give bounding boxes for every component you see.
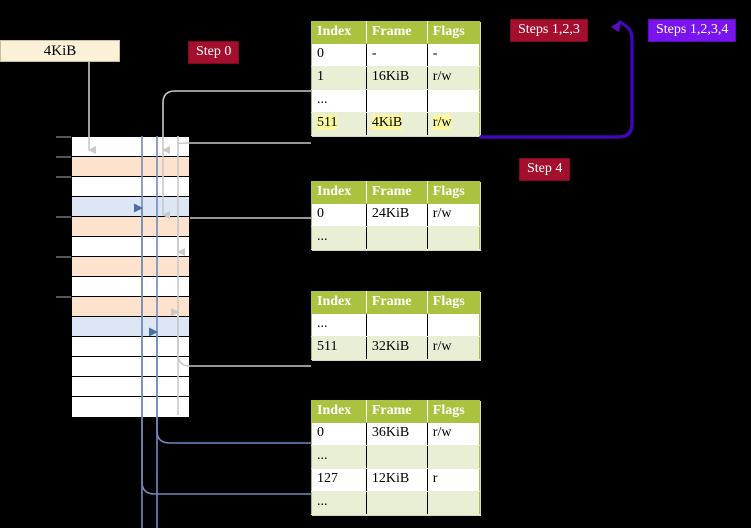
- cell-flags: r/w: [426, 203, 481, 227]
- cell-frame: [365, 89, 428, 113]
- cell-frame: 32KiB: [365, 336, 428, 360]
- cell-flags: r/w: [426, 112, 481, 136]
- cell-flags: [426, 313, 481, 337]
- memory-frame-row: [72, 317, 189, 337]
- cell-frame: [365, 491, 428, 515]
- memory-frame-row: [72, 217, 189, 237]
- memory-frame-row: [72, 377, 189, 397]
- frame-tick-mark: [56, 296, 71, 298]
- cell-index: 511: [311, 112, 367, 136]
- cell-index: 0: [311, 422, 367, 446]
- badge-steps-123: Steps 1,2,3: [510, 19, 588, 42]
- memory-frame-row: [72, 197, 189, 217]
- memory-frame-row: [72, 157, 189, 177]
- memory-frame-row: [72, 177, 189, 197]
- column-header-frame: Frame: [365, 400, 428, 423]
- table-row: ...: [311, 89, 481, 113]
- cell-frame: 36KiB: [365, 422, 428, 446]
- cell-index: ...: [311, 226, 367, 250]
- cell-flags: r: [426, 468, 481, 492]
- physical-memory-grid: [71, 136, 190, 417]
- badge-step-0: Step 0: [188, 41, 240, 64]
- highlighted-value: 511: [317, 115, 338, 130]
- badge-steps-1234: Steps 1,2,3,4: [648, 19, 737, 42]
- cell-index: ...: [311, 89, 367, 113]
- cell-index: 0: [311, 43, 367, 67]
- cell-frame: [365, 445, 428, 469]
- badge-step-4: Step 4: [519, 158, 571, 181]
- column-header-index: Index: [311, 291, 367, 314]
- cell-index: ...: [311, 445, 367, 469]
- memory-frame-row: [72, 237, 189, 257]
- cell-frame: 24KiB: [365, 203, 428, 227]
- cell-flags: r/w: [426, 66, 481, 90]
- table-row: 0--: [311, 43, 481, 67]
- table-row: 511 4KiB r/w: [311, 112, 481, 136]
- frame-tick-mark: [56, 136, 71, 138]
- column-header-flags: Flags: [426, 21, 481, 44]
- cell-flags: [426, 89, 481, 113]
- table-row: ...: [311, 491, 481, 515]
- column-header-frame: Frame: [365, 181, 428, 204]
- cell-flags: [426, 491, 481, 515]
- column-header-flags: Flags: [426, 400, 481, 423]
- column-header-frame: Frame: [365, 21, 428, 44]
- cell-index: 127: [311, 468, 367, 492]
- memory-frame-row: [72, 137, 189, 157]
- cell-frame: [365, 313, 428, 337]
- memory-frame-row: [72, 277, 189, 297]
- memory-frame-row: [72, 337, 189, 357]
- cell-flags: [426, 445, 481, 469]
- cell-frame: 16KiB: [365, 66, 428, 90]
- memory-frame-row: [72, 397, 189, 417]
- cell-index: 511: [311, 336, 367, 360]
- column-header-flags: Flags: [426, 181, 481, 204]
- highlighted-value: r/w: [432, 115, 452, 130]
- frame-tick-mark: [56, 216, 71, 218]
- column-header-index: Index: [311, 21, 367, 44]
- column-header-flags: Flags: [426, 291, 481, 314]
- page-size-box: 4KiB: [0, 40, 120, 62]
- table-row: ...: [311, 226, 481, 250]
- table-row: ...: [311, 313, 481, 337]
- cell-index: 1: [311, 66, 367, 90]
- cell-flags: r/w: [426, 422, 481, 446]
- memory-frame-row: [72, 297, 189, 317]
- memory-frame-row: [72, 257, 189, 277]
- cell-frame: 4KiB: [365, 112, 428, 136]
- cell-frame: 12KiB: [365, 468, 428, 492]
- column-header-frame: Frame: [365, 291, 428, 314]
- column-header-index: Index: [311, 400, 367, 423]
- cell-index: ...: [311, 491, 367, 515]
- cell-frame: -: [365, 43, 428, 67]
- cell-frame: [365, 226, 428, 250]
- frame-tick-mark: [56, 176, 71, 178]
- cell-index: ...: [311, 313, 367, 337]
- cell-flags: [426, 226, 481, 250]
- column-header-index: Index: [311, 181, 367, 204]
- cell-flags: r/w: [426, 336, 481, 360]
- cell-index: 0: [311, 203, 367, 227]
- frame-tick-mark: [56, 256, 71, 258]
- highlighted-value: 4KiB: [371, 115, 403, 130]
- memory-frame-row: [72, 357, 189, 377]
- frame-tick-mark: [56, 156, 71, 158]
- cell-flags: -: [426, 43, 481, 67]
- table-row: ...: [311, 445, 481, 469]
